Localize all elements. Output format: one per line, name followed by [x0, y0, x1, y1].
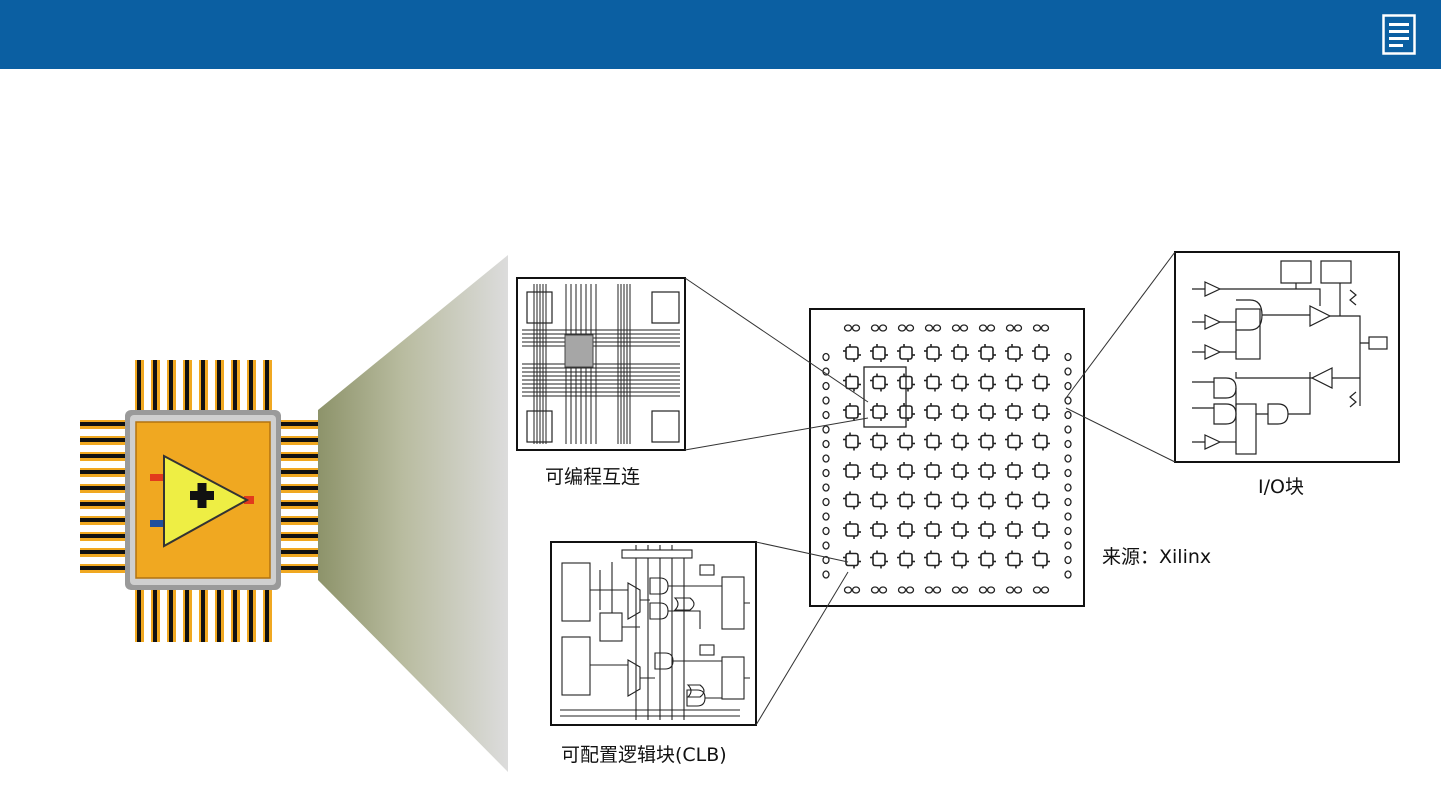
- interconnect-label: 可编程互连: [545, 462, 640, 489]
- clb-label: 可配置逻辑块(CLB): [561, 740, 727, 767]
- io-block-label: I/O块: [1258, 472, 1304, 499]
- fpga-array: [810, 309, 1084, 606]
- source-label: 来源：Xilinx: [1102, 542, 1211, 569]
- clb-detail: [551, 542, 756, 725]
- interconnect-detail: [517, 278, 685, 450]
- io-block-detail: [1175, 252, 1399, 462]
- fpga-chip-icon: [80, 360, 318, 642]
- zoom-beam: [318, 255, 508, 772]
